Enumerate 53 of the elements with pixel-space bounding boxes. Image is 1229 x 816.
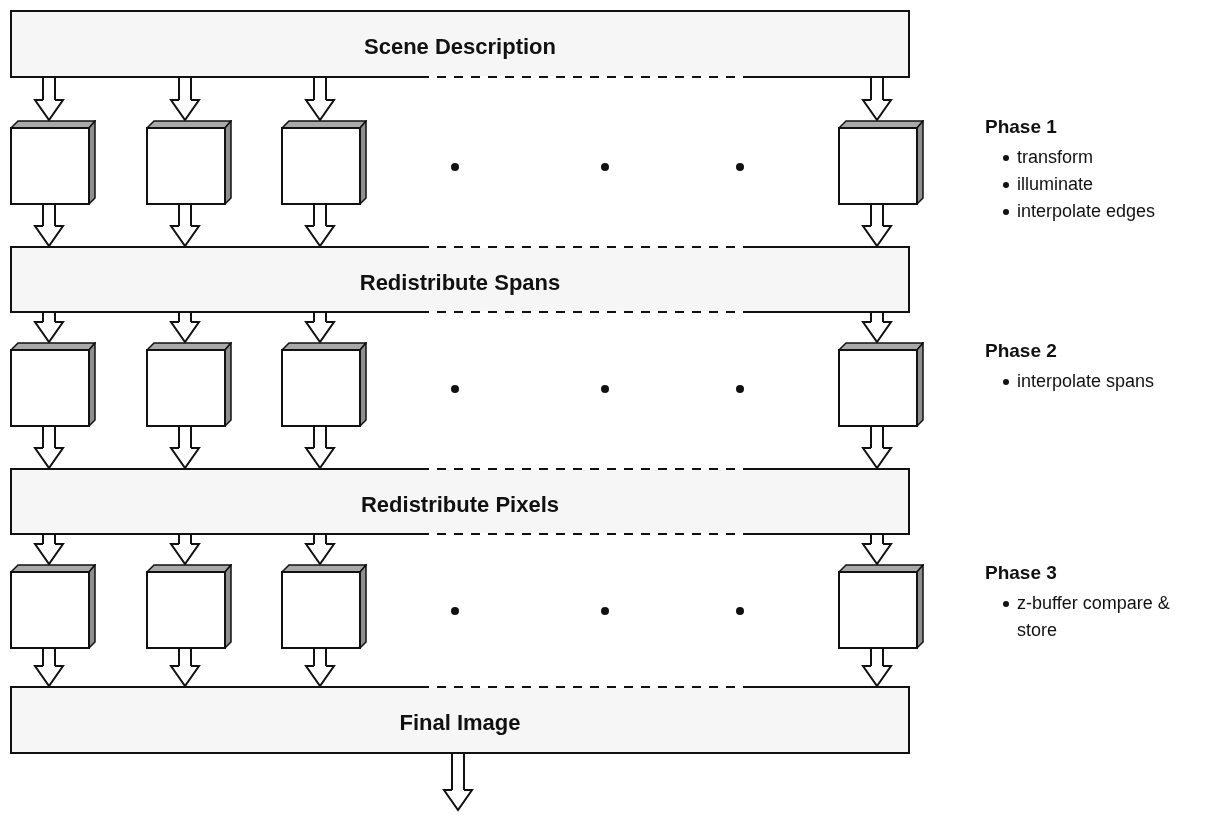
stage-title: Scene Description bbox=[364, 34, 556, 60]
processor-box bbox=[10, 120, 96, 205]
phase-step: interpolate spans bbox=[1017, 368, 1155, 395]
block-arrow bbox=[862, 205, 892, 247]
stage-title: Redistribute Spans bbox=[359, 269, 561, 296]
stage-band bbox=[10, 686, 910, 754]
processor-box bbox=[838, 342, 924, 427]
phase-step: illuminate bbox=[1017, 171, 1094, 198]
phase-heading: Phase 2 bbox=[985, 340, 1058, 362]
block-arrow bbox=[862, 313, 892, 343]
phase-step: z-buffer compare & store bbox=[1017, 590, 1187, 644]
stage-title: Redistribute Pixels bbox=[360, 491, 560, 518]
phase-step: transform bbox=[1017, 144, 1094, 171]
block-arrow bbox=[170, 427, 200, 469]
processor-box bbox=[838, 564, 924, 649]
processor-box bbox=[146, 564, 232, 649]
block-arrow bbox=[34, 649, 64, 687]
phase-step: interpolate edges bbox=[1017, 198, 1156, 225]
block-arrow bbox=[305, 427, 335, 469]
processor-box bbox=[281, 342, 367, 427]
block-arrow bbox=[305, 535, 335, 565]
block-arrow bbox=[862, 427, 892, 469]
block-arrow bbox=[34, 535, 64, 565]
phase-heading: Phase 3 bbox=[985, 562, 1058, 584]
block-arrow bbox=[862, 78, 892, 121]
processor-box bbox=[10, 564, 96, 649]
block-arrow bbox=[170, 535, 200, 565]
block-arrow bbox=[862, 649, 892, 687]
block-arrow bbox=[305, 78, 335, 121]
block-arrow bbox=[862, 535, 892, 565]
processor-box bbox=[146, 120, 232, 205]
processor-box bbox=[838, 120, 924, 205]
block-arrow bbox=[305, 313, 335, 343]
stage-band bbox=[10, 10, 910, 78]
processor-box bbox=[281, 120, 367, 205]
block-arrow bbox=[170, 649, 200, 687]
block-arrow bbox=[170, 313, 200, 343]
stage-band bbox=[10, 246, 910, 313]
processor-box bbox=[10, 342, 96, 427]
block-arrow bbox=[305, 649, 335, 687]
block-arrow bbox=[443, 754, 473, 811]
block-arrow bbox=[170, 78, 200, 121]
phase-heading: Phase 1 bbox=[985, 116, 1058, 138]
stage-title: Final Image bbox=[399, 710, 521, 736]
processor-box bbox=[281, 564, 367, 649]
block-arrow bbox=[305, 205, 335, 247]
block-arrow bbox=[170, 205, 200, 247]
stage-band bbox=[10, 468, 910, 535]
block-arrow bbox=[34, 427, 64, 469]
block-arrow bbox=[34, 313, 64, 343]
processor-box bbox=[146, 342, 232, 427]
block-arrow bbox=[34, 78, 64, 121]
block-arrow bbox=[34, 205, 64, 247]
